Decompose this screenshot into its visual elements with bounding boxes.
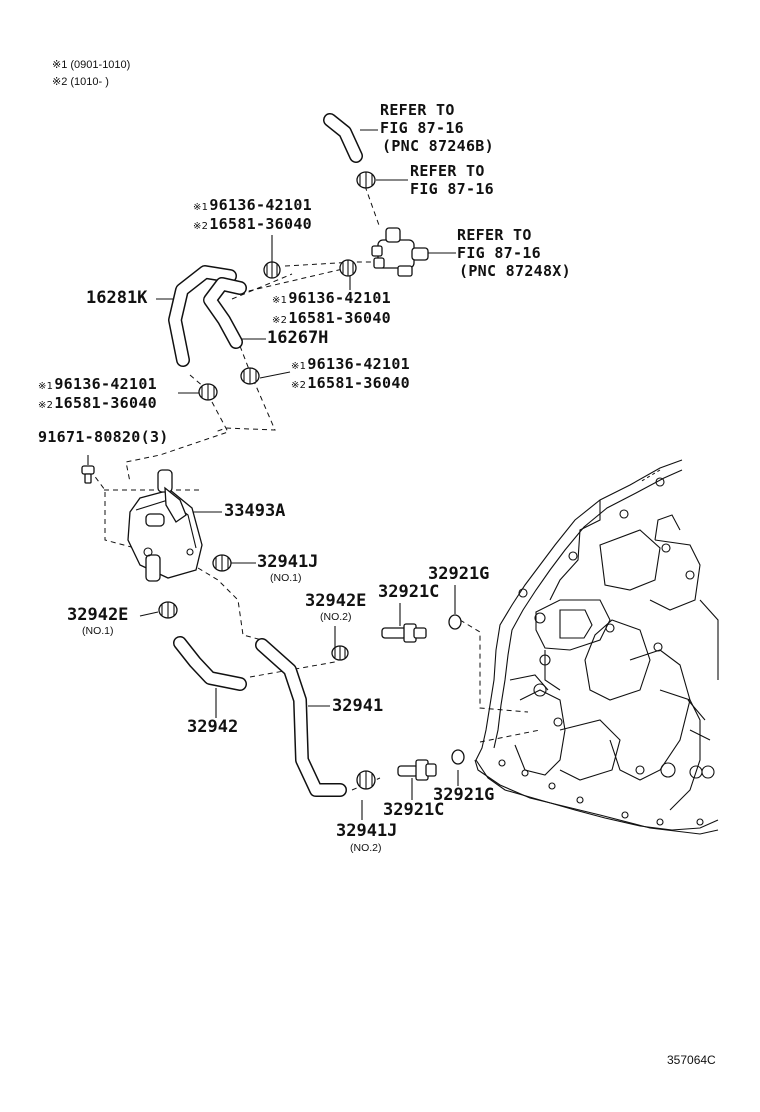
- refer-right-line1: REFER TO: [457, 226, 532, 244]
- label-32942: 32942: [187, 717, 239, 737]
- label-32941: 32941: [332, 696, 384, 716]
- alt-clamp-a-line1: ※196136-42101: [193, 196, 312, 214]
- transmission-case: [474, 459, 719, 835]
- label-32942E-1: 32942E: [67, 605, 129, 625]
- bolt: [81, 465, 95, 484]
- label-32942E-1-sub: (NO.1): [82, 625, 114, 637]
- alt-clamp-a-line2: ※216581-36040: [193, 215, 312, 233]
- label-16281K: 16281K: [86, 288, 148, 308]
- label-32921C-bottom: 32921C: [383, 800, 445, 820]
- label-32942E-2: 32942E: [305, 591, 367, 611]
- label-32921G-bottom: 32921G: [433, 785, 495, 805]
- label-91671: 91671-80820(3): [38, 428, 169, 446]
- union-fitting-bottom: [397, 759, 437, 781]
- oil-cooler: [127, 469, 203, 582]
- union-fitting-top: [381, 623, 427, 643]
- t-union-fitting: [371, 227, 429, 277]
- label-32921G-top: 32921G: [428, 564, 490, 584]
- label-32941J-1: 32941J: [257, 552, 319, 572]
- label-32921C-top: 32921C: [378, 582, 440, 602]
- o-ring-top: [448, 614, 462, 630]
- refer-top-line2: FIG 87-16: [380, 119, 464, 137]
- label-33493A: 33493A: [224, 501, 286, 521]
- alt-clamp-b-line2: ※216581-36040: [272, 309, 391, 327]
- label-16267H: 16267H: [267, 328, 329, 348]
- alt-clamp-c-line1: ※196136-42101: [291, 355, 410, 373]
- alt-clamp-c-line2: ※216581-36040: [291, 374, 410, 392]
- refer-mid-line1: REFER TO: [410, 162, 485, 180]
- refer-right-line3: (PNC 87248X): [459, 262, 571, 280]
- refer-top-line3: (PNC 87246B): [382, 137, 494, 155]
- figure-id: 357064C: [667, 1053, 716, 1067]
- refer-mid-line2: FIG 87-16: [410, 180, 494, 198]
- label-32941J-1-sub: (NO.1): [270, 572, 302, 584]
- alt-clamp-b-line1: ※196136-42101: [272, 289, 391, 307]
- refer-right-line2: FIG 87-16: [457, 244, 541, 262]
- label-32941J-2-sub: (NO.2): [350, 842, 382, 854]
- clamps: [158, 171, 376, 790]
- solid-leaders: [87, 129, 459, 820]
- alt-clamp-d-line2: ※216581-36040: [38, 394, 157, 412]
- note-1: ※1 (0901-1010): [52, 59, 131, 71]
- o-ring-bottom: [451, 749, 465, 765]
- label-32941J-2: 32941J: [336, 821, 398, 841]
- hoses: [168, 113, 363, 797]
- note-2: ※2 (1010- ): [52, 76, 109, 88]
- refer-top-line1: REFER TO: [380, 101, 455, 119]
- label-32942E-2-sub: (NO.2): [320, 611, 352, 623]
- alt-clamp-d-line1: ※196136-42101: [38, 375, 157, 393]
